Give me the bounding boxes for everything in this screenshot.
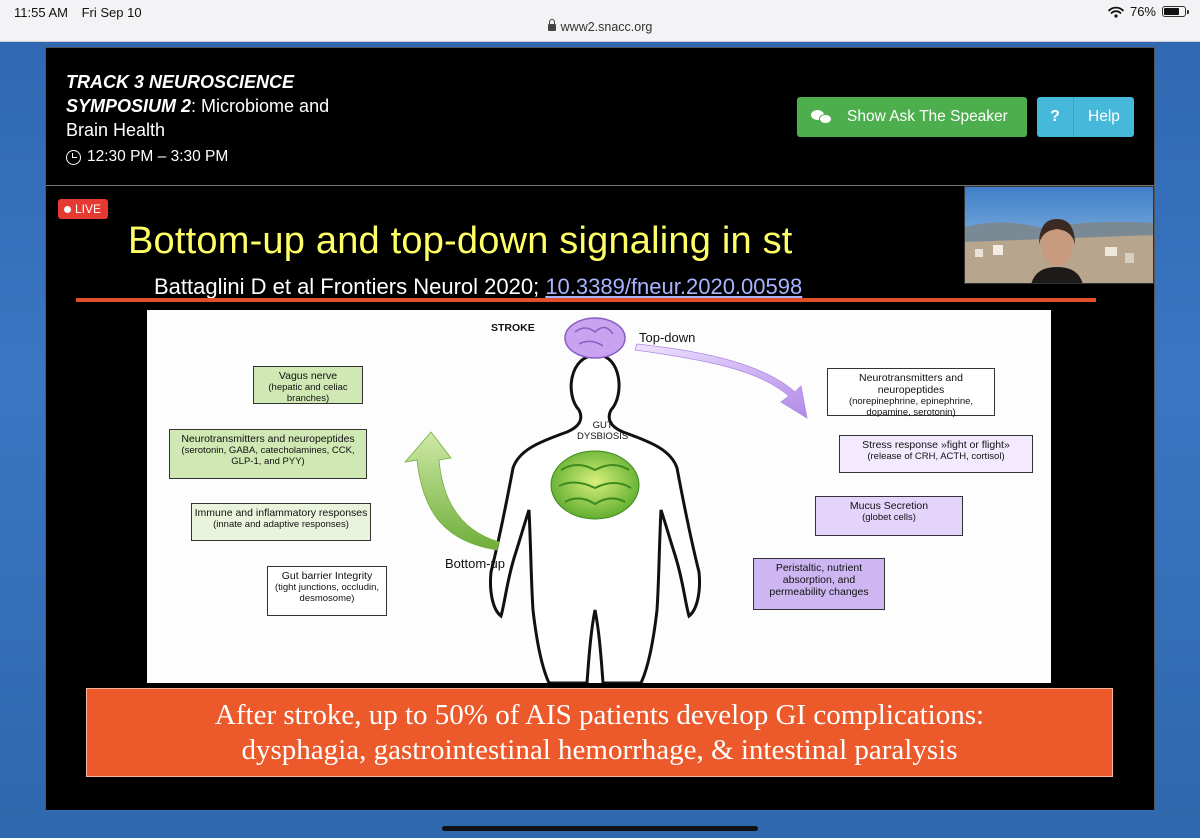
banner-line-2: dysphagia, gastrointestinal hemorrhage, … — [241, 734, 958, 766]
status-bar: 11:55 AM Fri Sep 10 www2.snacc.org 76% — [0, 0, 1200, 42]
slide-title: Bottom-up and top-down signaling in st — [128, 220, 793, 262]
top-down-arrow — [634, 343, 808, 419]
help-button[interactable]: ? Help — [1037, 97, 1134, 137]
label-top-down: Top-down — [639, 330, 696, 345]
box-mucus-secretion: Mucus Secretion(globet cells) — [815, 496, 963, 536]
box-peristaltic-changes: Peristaltic, nutrient absorption, and pe… — [753, 558, 885, 610]
body-diagram — [403, 317, 808, 683]
label-gut: GUT — [592, 420, 613, 431]
session-header: TRACK 3 NEUROSCIENCE SYMPOSIUM 2: Microb… — [66, 70, 329, 169]
box-gut-barrier: Gut barrier Integrity(tight junctions, o… — [267, 566, 387, 616]
speaker-webcam — [964, 186, 1154, 284]
question-icon: ? — [1050, 108, 1060, 125]
box-neurotransmitters-right: Neurotransmitters and neuropeptides(nore… — [827, 368, 995, 418]
box-vagus-nerve: Vagus nerve(hepatic and celiac branches) — [253, 366, 363, 404]
banner-line-1: After stroke, up to 50% of AIS patients … — [214, 699, 985, 731]
wifi-icon — [1108, 6, 1124, 18]
ask-speaker-label: Show Ask The Speaker — [847, 108, 1008, 125]
box-immune-responses: Immune and inflammatory responses(innate… — [191, 503, 371, 541]
label-bottom-up: Bottom-up — [445, 556, 505, 571]
session-time-range: 12:30 PM – 3:30 PM — [87, 148, 229, 165]
citation-text: Battaglini D et al Frontiers Neurol 2020… — [154, 274, 546, 299]
url-text: www2.snacc.org — [560, 20, 653, 34]
session-title-topic: : Microbiome and — [191, 96, 330, 116]
battery-icon — [1162, 6, 1189, 17]
address-bar[interactable]: www2.snacc.org — [0, 19, 1200, 34]
chat-icon — [811, 109, 833, 125]
status-indicators: 76% — [1108, 4, 1189, 19]
help-label: Help — [1088, 108, 1120, 125]
bottom-up-arrow — [403, 431, 500, 551]
slide-divider — [76, 298, 1096, 302]
video-stream[interactable]: LIVE Bottom-up and top-down signaling in… — [46, 185, 1154, 810]
slide-citation: Battaglini D et al Frontiers Neurol 2020… — [154, 274, 802, 300]
label-dysbiosis: DYSBIOSIS — [577, 431, 629, 442]
battery-percent: 76% — [1129, 4, 1156, 19]
box-stress-response: Stress response »fight or flight»(releas… — [839, 435, 1033, 473]
live-label: LIVE — [75, 202, 102, 216]
clock-date: Fri Sep 10 — [81, 5, 142, 20]
show-ask-the-speaker-button[interactable]: Show Ask The Speaker — [797, 97, 1027, 137]
lock-icon — [547, 19, 556, 31]
speaker-video-frame — [965, 187, 1153, 283]
citation-doi-link: 10.3389/fneur.2020.00598 — [545, 274, 803, 299]
clock-time: 11:55 AM — [14, 5, 68, 20]
session-title-line-1: TRACK 3 NEUROSCIENCE — [66, 72, 295, 92]
home-indicator[interactable] — [442, 826, 758, 831]
session-time: 12:30 PM – 3:30 PM — [66, 145, 329, 169]
box-neurotransmitters-left: Neurotransmitters and neuropeptides(sero… — [169, 429, 367, 479]
session-player: TRACK 3 NEUROSCIENCE SYMPOSIUM 2: Microb… — [45, 47, 1155, 810]
session-title-line-3: Brain Health — [66, 120, 166, 140]
brain-icon — [564, 317, 626, 359]
live-dot-icon — [64, 205, 71, 213]
label-stroke: STROKE — [491, 322, 535, 334]
live-badge: LIVE — [58, 199, 108, 219]
clock-icon — [66, 149, 81, 165]
gut-icon — [550, 450, 640, 520]
slide-banner: After stroke, up to 50% of AIS patients … — [86, 688, 1113, 777]
status-time: 11:55 AM Fri Sep 10 — [14, 5, 152, 20]
session-title-line-2: SYMPOSIUM 2: Microbiome and — [66, 94, 329, 118]
session-title-symposium: SYMPOSIUM 2 — [66, 96, 192, 116]
